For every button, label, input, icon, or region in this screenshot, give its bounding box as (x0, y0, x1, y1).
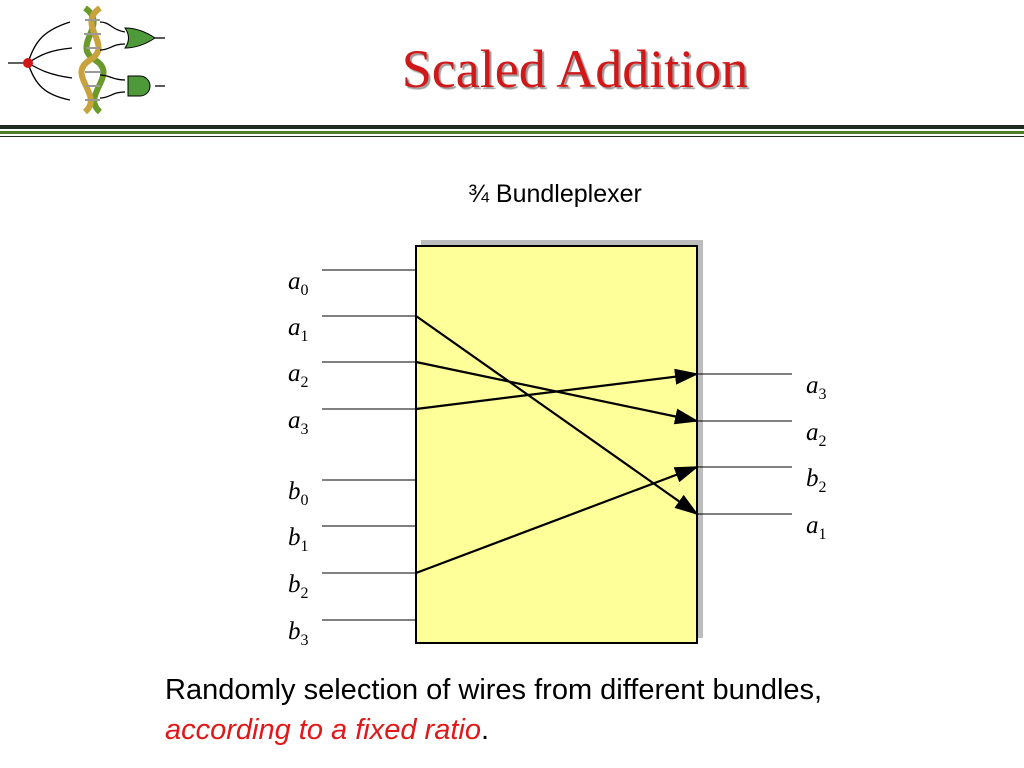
input-label-b2-index: 2 (301, 585, 309, 602)
output-label-b2-index: 2 (819, 479, 827, 496)
input-label-a3-index: 3 (301, 421, 309, 438)
output-label-a1: a1 (806, 512, 827, 543)
input-label-b1: b1 (288, 524, 309, 555)
input-label-b0-letter: b (288, 478, 301, 505)
input-label-b3-index: 3 (301, 632, 309, 649)
dna-helix-icon (78, 5, 107, 115)
input-label-a2-index: 2 (301, 374, 309, 391)
output-label-a2-index: 2 (819, 433, 827, 450)
input-label-b3: b3 (288, 618, 309, 649)
header-rule-green (0, 131, 1024, 134)
input-label-a3-letter: a (288, 407, 301, 434)
input-label-b0: b0 (288, 478, 309, 509)
input-label-a1-letter: a (288, 314, 301, 341)
input-label-a1: a1 (288, 314, 309, 345)
header-rule-thin (0, 136, 1024, 137)
caption-italic: according to a fixed ratio (165, 714, 481, 746)
page-title: Scaled Addition (401, 39, 749, 99)
input-label-b2-letter: b (288, 571, 301, 598)
output-label-b2-letter: b (806, 465, 819, 492)
input-label-a0-letter: a (288, 268, 301, 295)
input-label-b2: b2 (288, 571, 309, 602)
output-label-a2-letter: a (806, 419, 819, 446)
output-label-b2: b2 (806, 465, 827, 496)
input-label-a0-index: 0 (301, 282, 309, 299)
caption: Randomly selection of wires from differe… (165, 670, 1015, 750)
output-label-a3: a3 (806, 372, 827, 403)
and-gate-icon (127, 75, 151, 97)
caption-line-1: Randomly selection of wires from differe… (165, 674, 823, 706)
diagram-subtitle: ¾ Bundleplexer (468, 180, 642, 208)
output-label-a1-index: 1 (819, 526, 827, 543)
header-rule-dark (0, 125, 1024, 129)
bundleplexer-box (415, 245, 698, 644)
input-label-a3: a3 (288, 407, 309, 438)
input-label-a1-index: 1 (301, 328, 309, 345)
connection-arrow-b2-to-b2 (415, 465, 699, 575)
input-label-b3-letter: b (288, 618, 301, 645)
caption-line-2: according to a fixed ratio. (165, 710, 1015, 750)
output-label-a3-letter: a (806, 372, 819, 399)
input-label-a0: a0 (288, 268, 309, 299)
input-label-b1-letter: b (288, 524, 301, 551)
output-label-a1-letter: a (806, 512, 819, 539)
input-label-a2-letter: a (288, 360, 301, 387)
caption-period: . (480, 714, 490, 746)
dna-logic-logo-icon (8, 5, 165, 115)
input-label-a2: a2 (288, 360, 309, 391)
xor-gate-icon (124, 27, 156, 49)
output-label-a2: a2 (806, 419, 827, 450)
output-label-a3-index: 3 (819, 386, 827, 403)
input-label-b1-index: 1 (301, 538, 309, 555)
input-label-b0-index: 0 (301, 492, 309, 509)
connection-arrow-a2-to-a2 (415, 360, 699, 425)
connection-arrow-a1-to-a1 (415, 315, 699, 516)
